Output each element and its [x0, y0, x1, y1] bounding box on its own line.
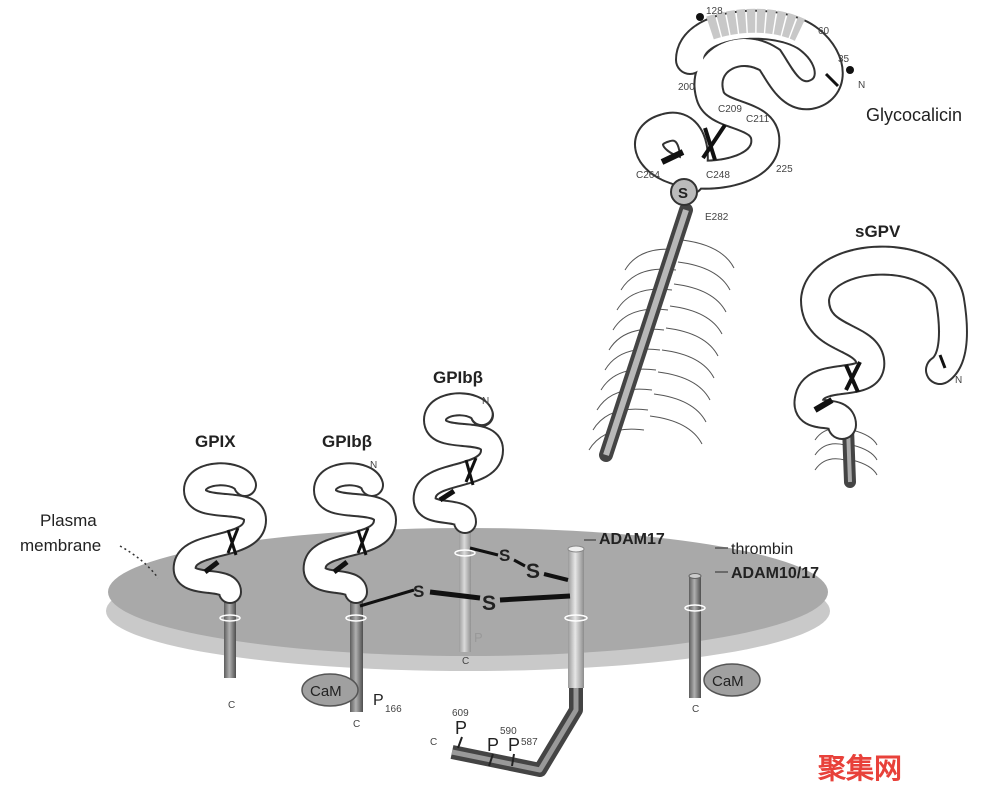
p587-label: P	[508, 735, 520, 755]
res-128: 128	[706, 6, 723, 17]
plasma-label-line2: membrane	[20, 536, 101, 555]
p587-residue: 587	[521, 737, 538, 748]
thrombin-label: thrombin	[731, 541, 793, 558]
res-c264: C264	[636, 170, 660, 181]
gpib-beta-middle-rod	[459, 520, 471, 652]
gpib-beta-middle-label: GPIbβ	[433, 368, 483, 387]
p166-residue: 166	[385, 704, 402, 715]
s-bond-4: S	[526, 560, 540, 583]
gpib-beta-left-label: GPIbβ	[322, 432, 372, 451]
gpib-beta-left-n: N	[370, 460, 377, 471]
res-c248: C248	[706, 170, 730, 181]
res-e282: E282	[705, 212, 729, 223]
gpv-rod	[689, 575, 701, 698]
gpib-alpha-c: C	[430, 737, 437, 748]
plasma-label-line1: Plasma	[40, 511, 97, 530]
plasma-pointer-line	[119, 545, 159, 579]
gpix-transmembrane-rod	[224, 590, 236, 678]
s-bond-1: S	[413, 582, 424, 601]
p590-residue: 590	[500, 726, 517, 737]
cam-right-blob	[703, 663, 761, 697]
sgpv-fragment	[793, 245, 968, 488]
glycocalicin-fragment	[588, 8, 854, 462]
adam10-17-label: ADAM10/17	[731, 565, 819, 582]
cam-left-label: CaM	[310, 683, 342, 700]
gpix-c-terminus: C	[228, 700, 235, 711]
gpib-beta-middle-n: N	[482, 396, 489, 407]
disulfide-bonds	[359, 546, 571, 608]
adam17-label: ADAM17	[599, 531, 665, 548]
cam-left-blob	[301, 673, 359, 707]
faded-p-label: P	[474, 630, 483, 645]
gpix-label: GPIX	[195, 432, 236, 451]
gpix-subunit: C	[172, 462, 268, 711]
p609-label: P	[455, 718, 467, 738]
gpib-beta-left-c: C	[353, 719, 360, 730]
res-225: 225	[776, 164, 793, 175]
gpib-beta-middle-c: C	[462, 656, 469, 667]
gpv-c-terminus: C	[692, 704, 699, 715]
gpib-beta-middle-subunit: N C P	[412, 392, 505, 667]
sgpv-n: N	[955, 375, 962, 386]
res-c211: C211	[746, 114, 770, 125]
p590-label: P	[487, 735, 499, 755]
res-60: 60	[818, 26, 830, 37]
sulfation-s-label: S	[678, 185, 688, 202]
s-bond-3: S	[499, 546, 510, 565]
res-200: 200	[678, 82, 695, 93]
gpib-alpha-rod	[568, 548, 584, 688]
gpv-membrane-stub	[684, 573, 706, 698]
res-c209: C209	[718, 104, 742, 115]
gpib-alpha-membrane-segment	[450, 545, 588, 777]
sulfation-site	[670, 178, 698, 206]
p166-label: P	[373, 692, 384, 709]
s-bond-2: S	[482, 592, 496, 615]
res-35: 35	[838, 54, 850, 65]
p609-residue: 609	[452, 708, 469, 719]
cam-right-label: CaM	[712, 673, 744, 690]
sgpv-label: sGPV	[855, 222, 901, 241]
watermark-logo: 聚集网	[817, 752, 902, 785]
glycocalicin-n: N	[858, 80, 865, 91]
glycocalicin-label: Glycocalicin	[866, 105, 962, 125]
